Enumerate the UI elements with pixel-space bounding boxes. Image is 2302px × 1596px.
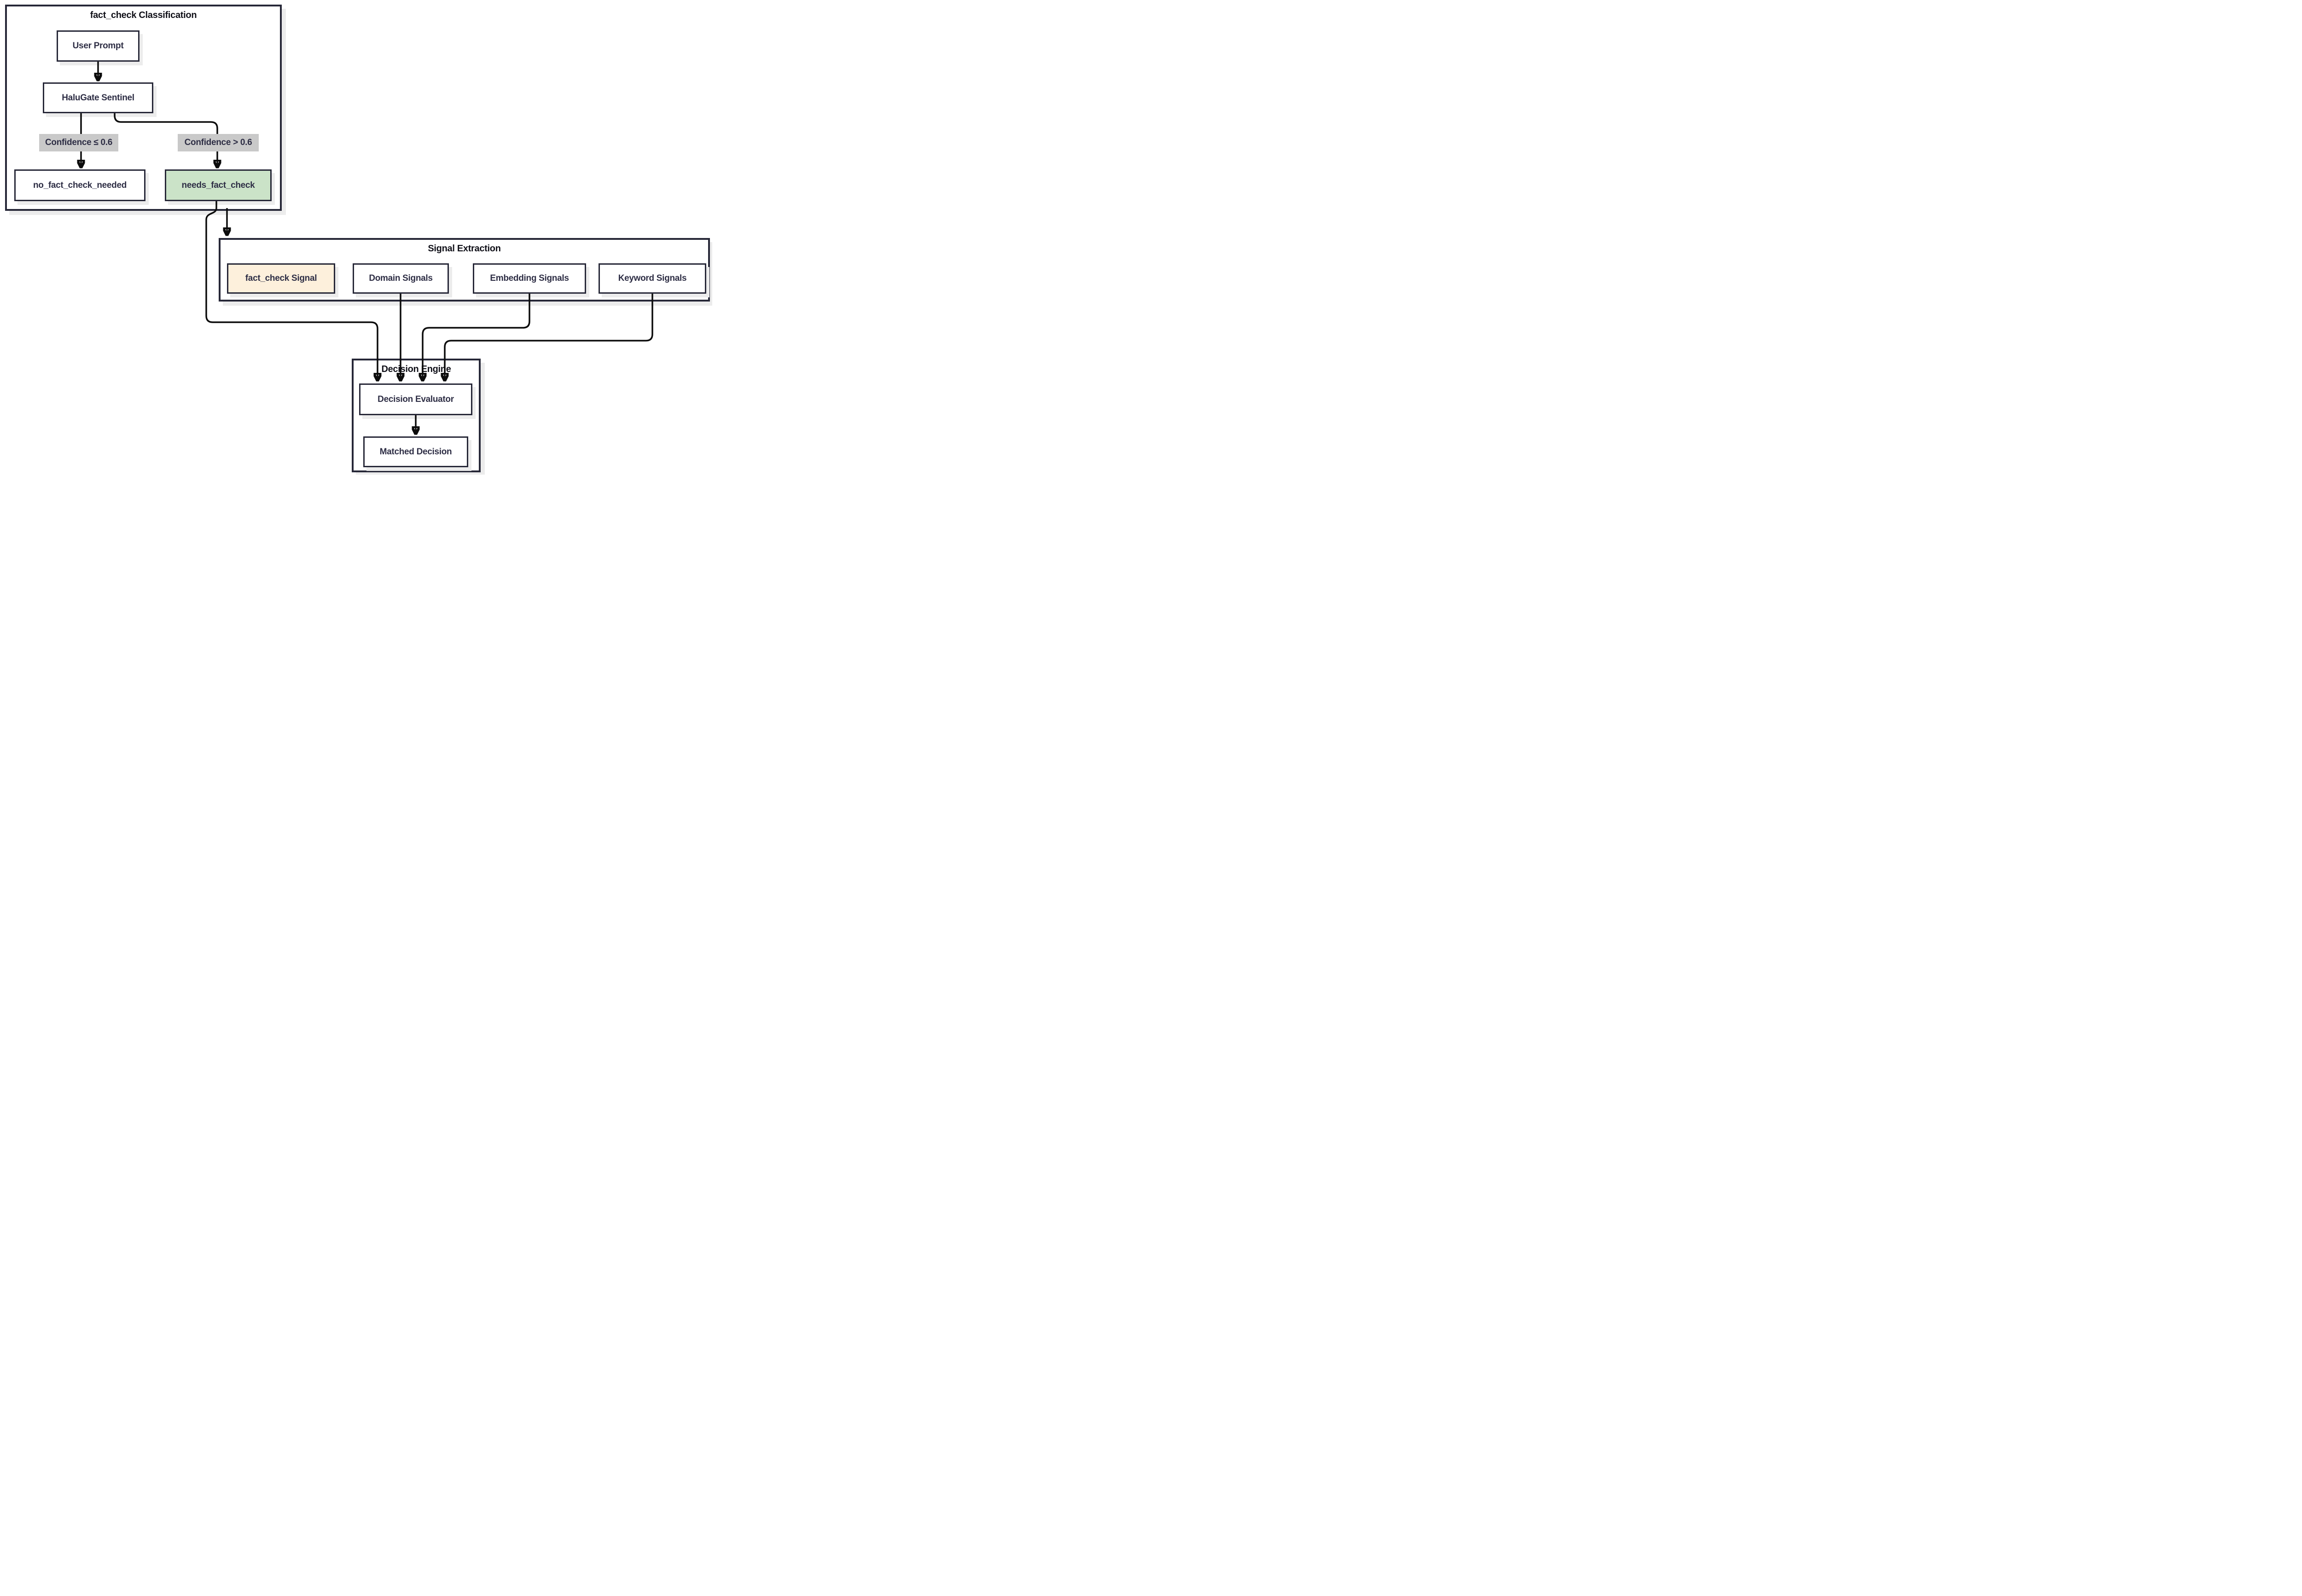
edge-label-confidence-low: Confidence ≤ 0.6	[39, 134, 118, 151]
cluster-title-fact-check-classification: fact_check Classification	[90, 10, 197, 20]
cluster-title-signal-extraction: Signal Extraction	[428, 244, 501, 254]
node-halugate-sentinel: HaluGate Sentinel	[43, 82, 153, 113]
cluster-title-decision-engine: Decision Engine	[381, 364, 451, 374]
edge-label-confidence-high: Confidence > 0.6	[178, 134, 259, 151]
node-matched-decision: Matched Decision	[363, 436, 468, 467]
node-needs-fact-check: needs_fact_check	[165, 169, 272, 201]
node-no-fact-check-needed: no_fact_check_needed	[14, 169, 145, 201]
node-embedding-signals: Embedding Signals	[473, 263, 586, 294]
node-domain-signals: Domain Signals	[353, 263, 449, 294]
flowchart-canvas: fact_check Classification Signal Extract…	[0, 0, 712, 475]
node-keyword-signals: Keyword Signals	[599, 263, 706, 294]
node-fact-check-signal: fact_check Signal	[227, 263, 335, 294]
node-decision-evaluator: Decision Evaluator	[359, 383, 472, 415]
node-user-prompt: User Prompt	[57, 30, 140, 62]
